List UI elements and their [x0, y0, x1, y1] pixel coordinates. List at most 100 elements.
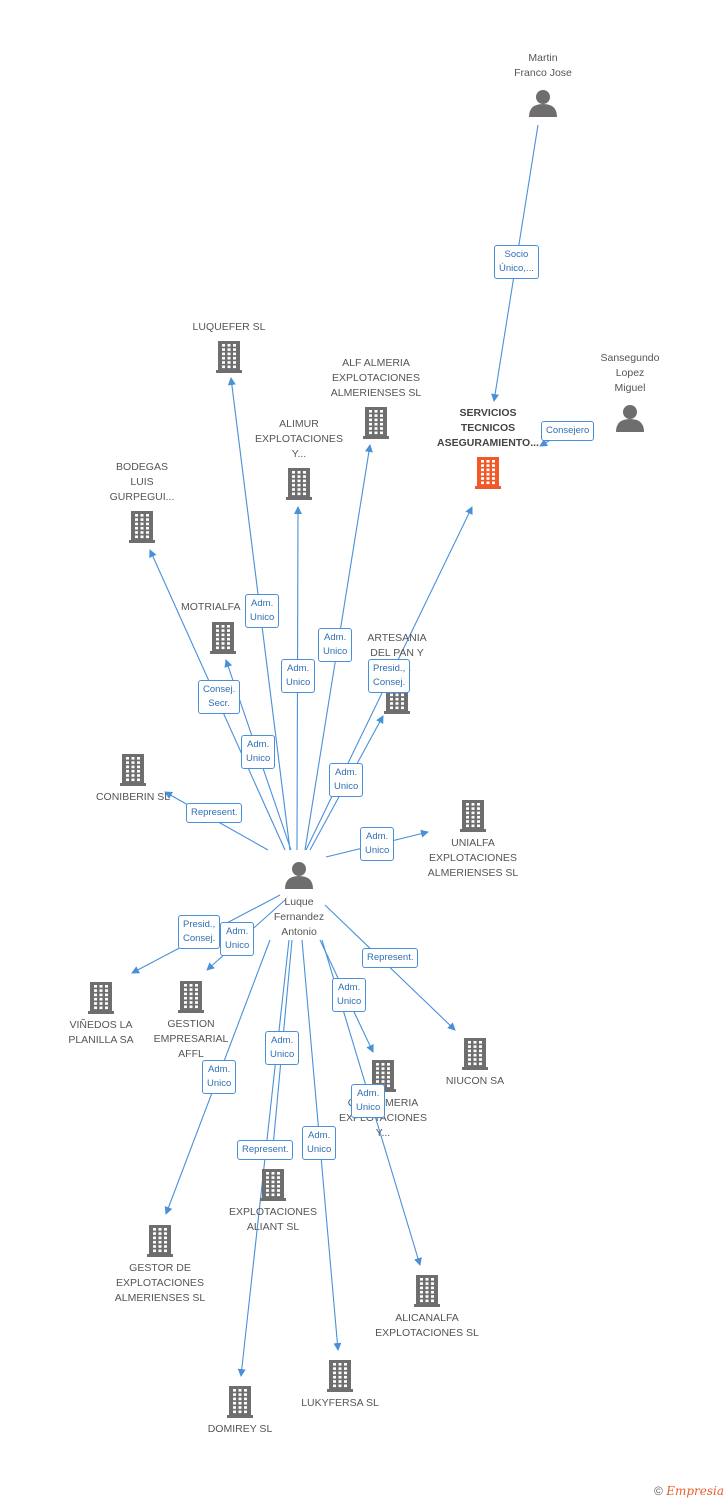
building-icon[interactable]	[129, 511, 155, 543]
node-label-line: ALICANALFA	[395, 1312, 459, 1324]
node-label-line: SERVICIOS	[459, 407, 517, 419]
footer: © Empresia	[654, 1484, 724, 1498]
relation-label-line: Adm.	[308, 1130, 331, 1141]
building-icon[interactable]	[414, 1275, 440, 1307]
building-icon[interactable]	[327, 1360, 353, 1392]
node-label-line: GESTION	[167, 1018, 215, 1030]
node-label-line: EXPLOTACIONES SL	[375, 1327, 479, 1339]
building-icon[interactable]	[88, 982, 114, 1014]
node-label-line: BODEGAS	[116, 461, 168, 473]
relation-label-luque-vinedos[interactable]: Presid.,Consej.	[178, 915, 221, 949]
node-label-gestor[interactable]: GESTOR DE EXPLOTACIONES ALMERIENSES SL	[90, 1261, 230, 1306]
relation-label-luque-servicios[interactable]: Presid.,Consej.	[368, 659, 411, 693]
relation-label-line: Socio	[504, 249, 529, 260]
relation-label-line: Unico	[323, 646, 348, 657]
node-label-line: NIUCON SA	[445, 1075, 505, 1087]
building-icon[interactable]	[460, 800, 486, 832]
relation-label-line: Unico	[365, 845, 390, 856]
relation-label-line: Adm.	[357, 1088, 380, 1099]
relation-label-luque-alicanalfa[interactable]: Adm.Unico	[351, 1084, 386, 1118]
relation-label-luque-grupo[interactable]: Adm.Unico	[332, 978, 367, 1012]
relation-label-line: Unico	[250, 612, 275, 623]
building-icon[interactable]	[147, 1225, 173, 1257]
person-icon[interactable]	[616, 405, 644, 432]
node-label-gestion[interactable]: GESTION EMPRESARIAL AFFL	[121, 1017, 261, 1062]
relation-label-luque-bodegas[interactable]: Consej.Secr.	[198, 680, 241, 714]
relation-label-luque-artesania[interactable]: Adm. Unico	[329, 763, 364, 797]
node-label-line: Sansegundo	[600, 352, 660, 364]
relation-label-line: Adm.	[226, 926, 249, 937]
node-label-line: LUKYFERSA SL	[301, 1397, 379, 1409]
building-icon[interactable]	[475, 457, 501, 489]
node-label-line: EXPLOTACIONES	[332, 372, 420, 384]
node-label-line: EXPLOTACIONES	[116, 1277, 204, 1289]
relation-label-line: Adm.	[208, 1064, 231, 1075]
node-label-alicanalfa[interactable]: ALICANALFA EXPLOTACIONES SL	[357, 1311, 497, 1341]
relation-label-luque-alimur[interactable]: Adm.Unico	[281, 659, 316, 693]
relation-label-luque-aliant[interactable]: Represent.	[237, 1140, 294, 1160]
relation-label-luque-coniberin[interactable]: Represent.	[186, 803, 243, 823]
building-icon[interactable]	[363, 407, 389, 439]
node-label-line: TECNICOS	[460, 422, 516, 434]
node-label-luquefer[interactable]: LUQUEFER SL	[159, 320, 299, 335]
building-icon[interactable]	[462, 1038, 488, 1070]
node-label-line: AFFL	[178, 1048, 204, 1060]
relation-label-luque-gestor[interactable]: Adm.Unico	[202, 1060, 237, 1094]
relationship-edges	[131, 124, 579, 1377]
node-label-line: PLANILLA SA	[68, 1034, 134, 1046]
relation-label-luque-motrialfa[interactable]: Adm.Unico	[241, 735, 276, 769]
node-label-line: ALF ALMERIA	[342, 357, 410, 369]
relation-label-luque-lukyfersa[interactable]: Adm. Unico	[302, 1126, 337, 1160]
node-label-line: Miguel	[614, 382, 646, 394]
relation-label-line: Unico	[334, 781, 359, 792]
relation-label-luque-niucon[interactable]: Represent.	[362, 948, 419, 968]
building-icon[interactable]	[227, 1386, 253, 1418]
relation-label-line: Presid.,	[373, 663, 406, 674]
relation-label-line: Represent.	[242, 1144, 289, 1155]
node-label-motrialfa[interactable]: MOTRIALFA	[181, 600, 241, 615]
building-icon[interactable]	[120, 754, 146, 786]
node-label-lukyfersa[interactable]: LUKYFERSA SL	[270, 1396, 410, 1411]
relation-label-luque-gestion[interactable]: Adm.Unico	[220, 922, 255, 956]
node-label-line: EMPRESARIAL	[153, 1033, 229, 1045]
relation-label-luque-luquefer[interactable]: Adm.Unico	[245, 594, 280, 628]
relation-label-sansegundo-servicios[interactable]: Consejero	[541, 421, 595, 441]
node-label-coniberin[interactable]: CONIBERIN SL	[63, 790, 203, 805]
relation-label-line: Adm.	[335, 767, 358, 778]
relation-label-line: Unico	[307, 1144, 332, 1155]
node-label-niucon[interactable]: NIUCON SA	[405, 1074, 545, 1089]
node-label-line: ALMERIENSES SL	[114, 1292, 206, 1304]
node-label-domirey[interactable]: DOMIREY SL	[170, 1422, 310, 1437]
relation-label-luque-domirey[interactable]: Adm.Unico	[265, 1031, 300, 1065]
node-label-line: CONIBERIN SL	[95, 791, 171, 803]
person-icon[interactable]	[529, 90, 557, 117]
relation-label-luque-unialfa[interactable]: Adm.Unico	[360, 827, 395, 861]
person-icon[interactable]	[285, 862, 313, 889]
node-label-line: Y...	[375, 1127, 391, 1139]
building-icon[interactable]	[216, 341, 242, 373]
brand-logo-text[interactable]: Empresia	[666, 1484, 724, 1498]
building-icon[interactable]	[286, 468, 312, 500]
copyright-symbol: ©	[654, 1484, 663, 1498]
node-label-line: Martin	[528, 52, 558, 64]
building-icon[interactable]	[260, 1169, 286, 1201]
relation-label-luque-alf[interactable]: Adm.Unico	[318, 628, 353, 662]
node-label-line: ALIANT SL	[246, 1221, 300, 1233]
node-label-line: GESTOR DE	[129, 1262, 191, 1274]
building-icon[interactable]	[210, 622, 236, 654]
building-icon[interactable]	[178, 981, 204, 1013]
relation-label-line: Unico	[246, 753, 271, 764]
relation-label-line: Presid.,	[183, 919, 216, 930]
